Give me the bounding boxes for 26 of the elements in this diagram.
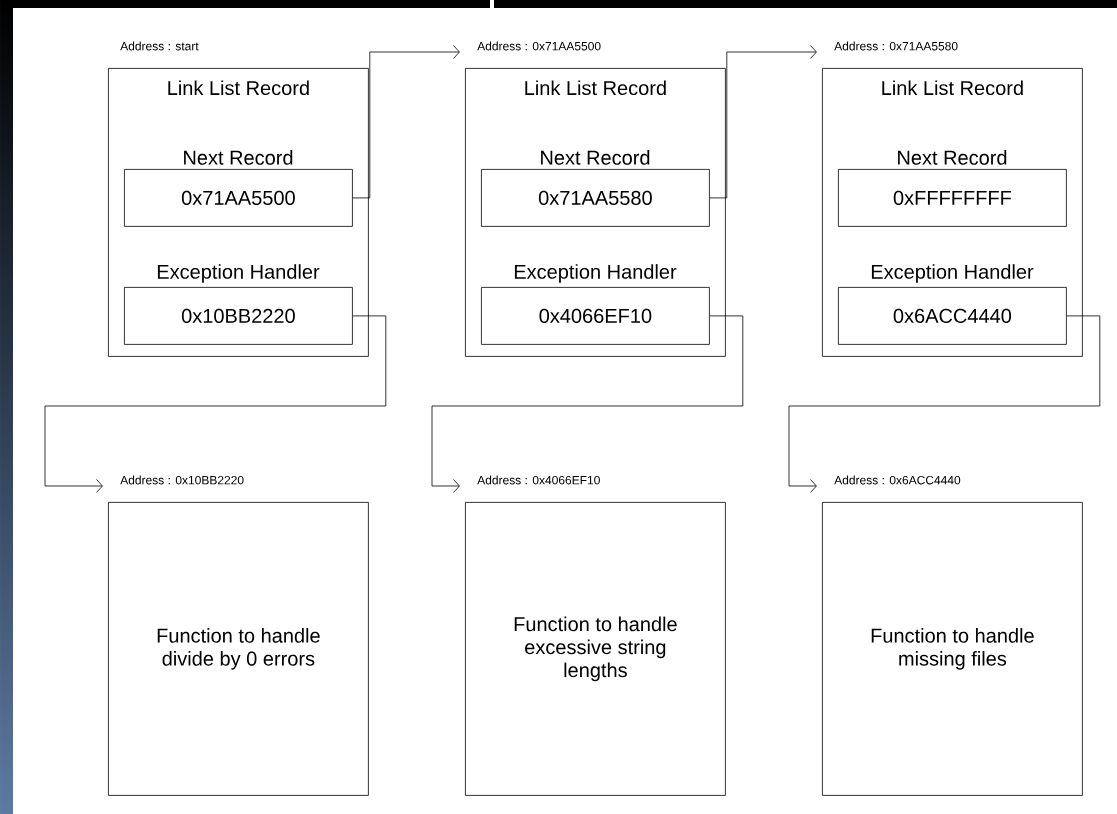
function-box: Function to handle excessive string lengths xyxy=(465,502,726,796)
field-heading: Exception Handler xyxy=(871,264,1034,283)
value-box: 0x6ACC4440 xyxy=(838,287,1067,345)
field-heading: Exception Handler xyxy=(157,264,320,283)
function-box: Function to handle divide by 0 errors xyxy=(108,502,369,796)
value-box: 0x10BB2220 xyxy=(124,287,353,345)
arrow xyxy=(431,315,744,493)
address-label: Address : 0x71AA5580 xyxy=(834,41,958,51)
address-label: Address : 0x10BB2220 xyxy=(120,475,244,485)
function-box: Function to handle missing files xyxy=(822,502,1083,796)
field-heading: Next Record xyxy=(541,150,650,165)
field-heading: Next Record xyxy=(184,150,293,165)
arrow xyxy=(709,45,817,199)
value-box: 0x71AA5580 xyxy=(481,169,710,227)
field-heading: Next Record xyxy=(898,150,1007,165)
address-label: Address : 0x4066EF10 xyxy=(477,475,600,485)
value-box: 0x71AA5500 xyxy=(124,169,353,227)
value-box: 0x4066EF10 xyxy=(481,287,710,345)
arrow xyxy=(788,315,1101,493)
address-label: Address : 0x6ACC4440 xyxy=(834,475,961,485)
field-heading: Exception Handler xyxy=(514,264,677,283)
value-box: 0xFFFFFFFF xyxy=(838,169,1067,227)
address-label: Address : start xyxy=(120,41,199,51)
address-label: Address : 0x71AA5500 xyxy=(477,41,601,51)
arrow xyxy=(44,315,387,493)
arrow xyxy=(352,45,460,199)
